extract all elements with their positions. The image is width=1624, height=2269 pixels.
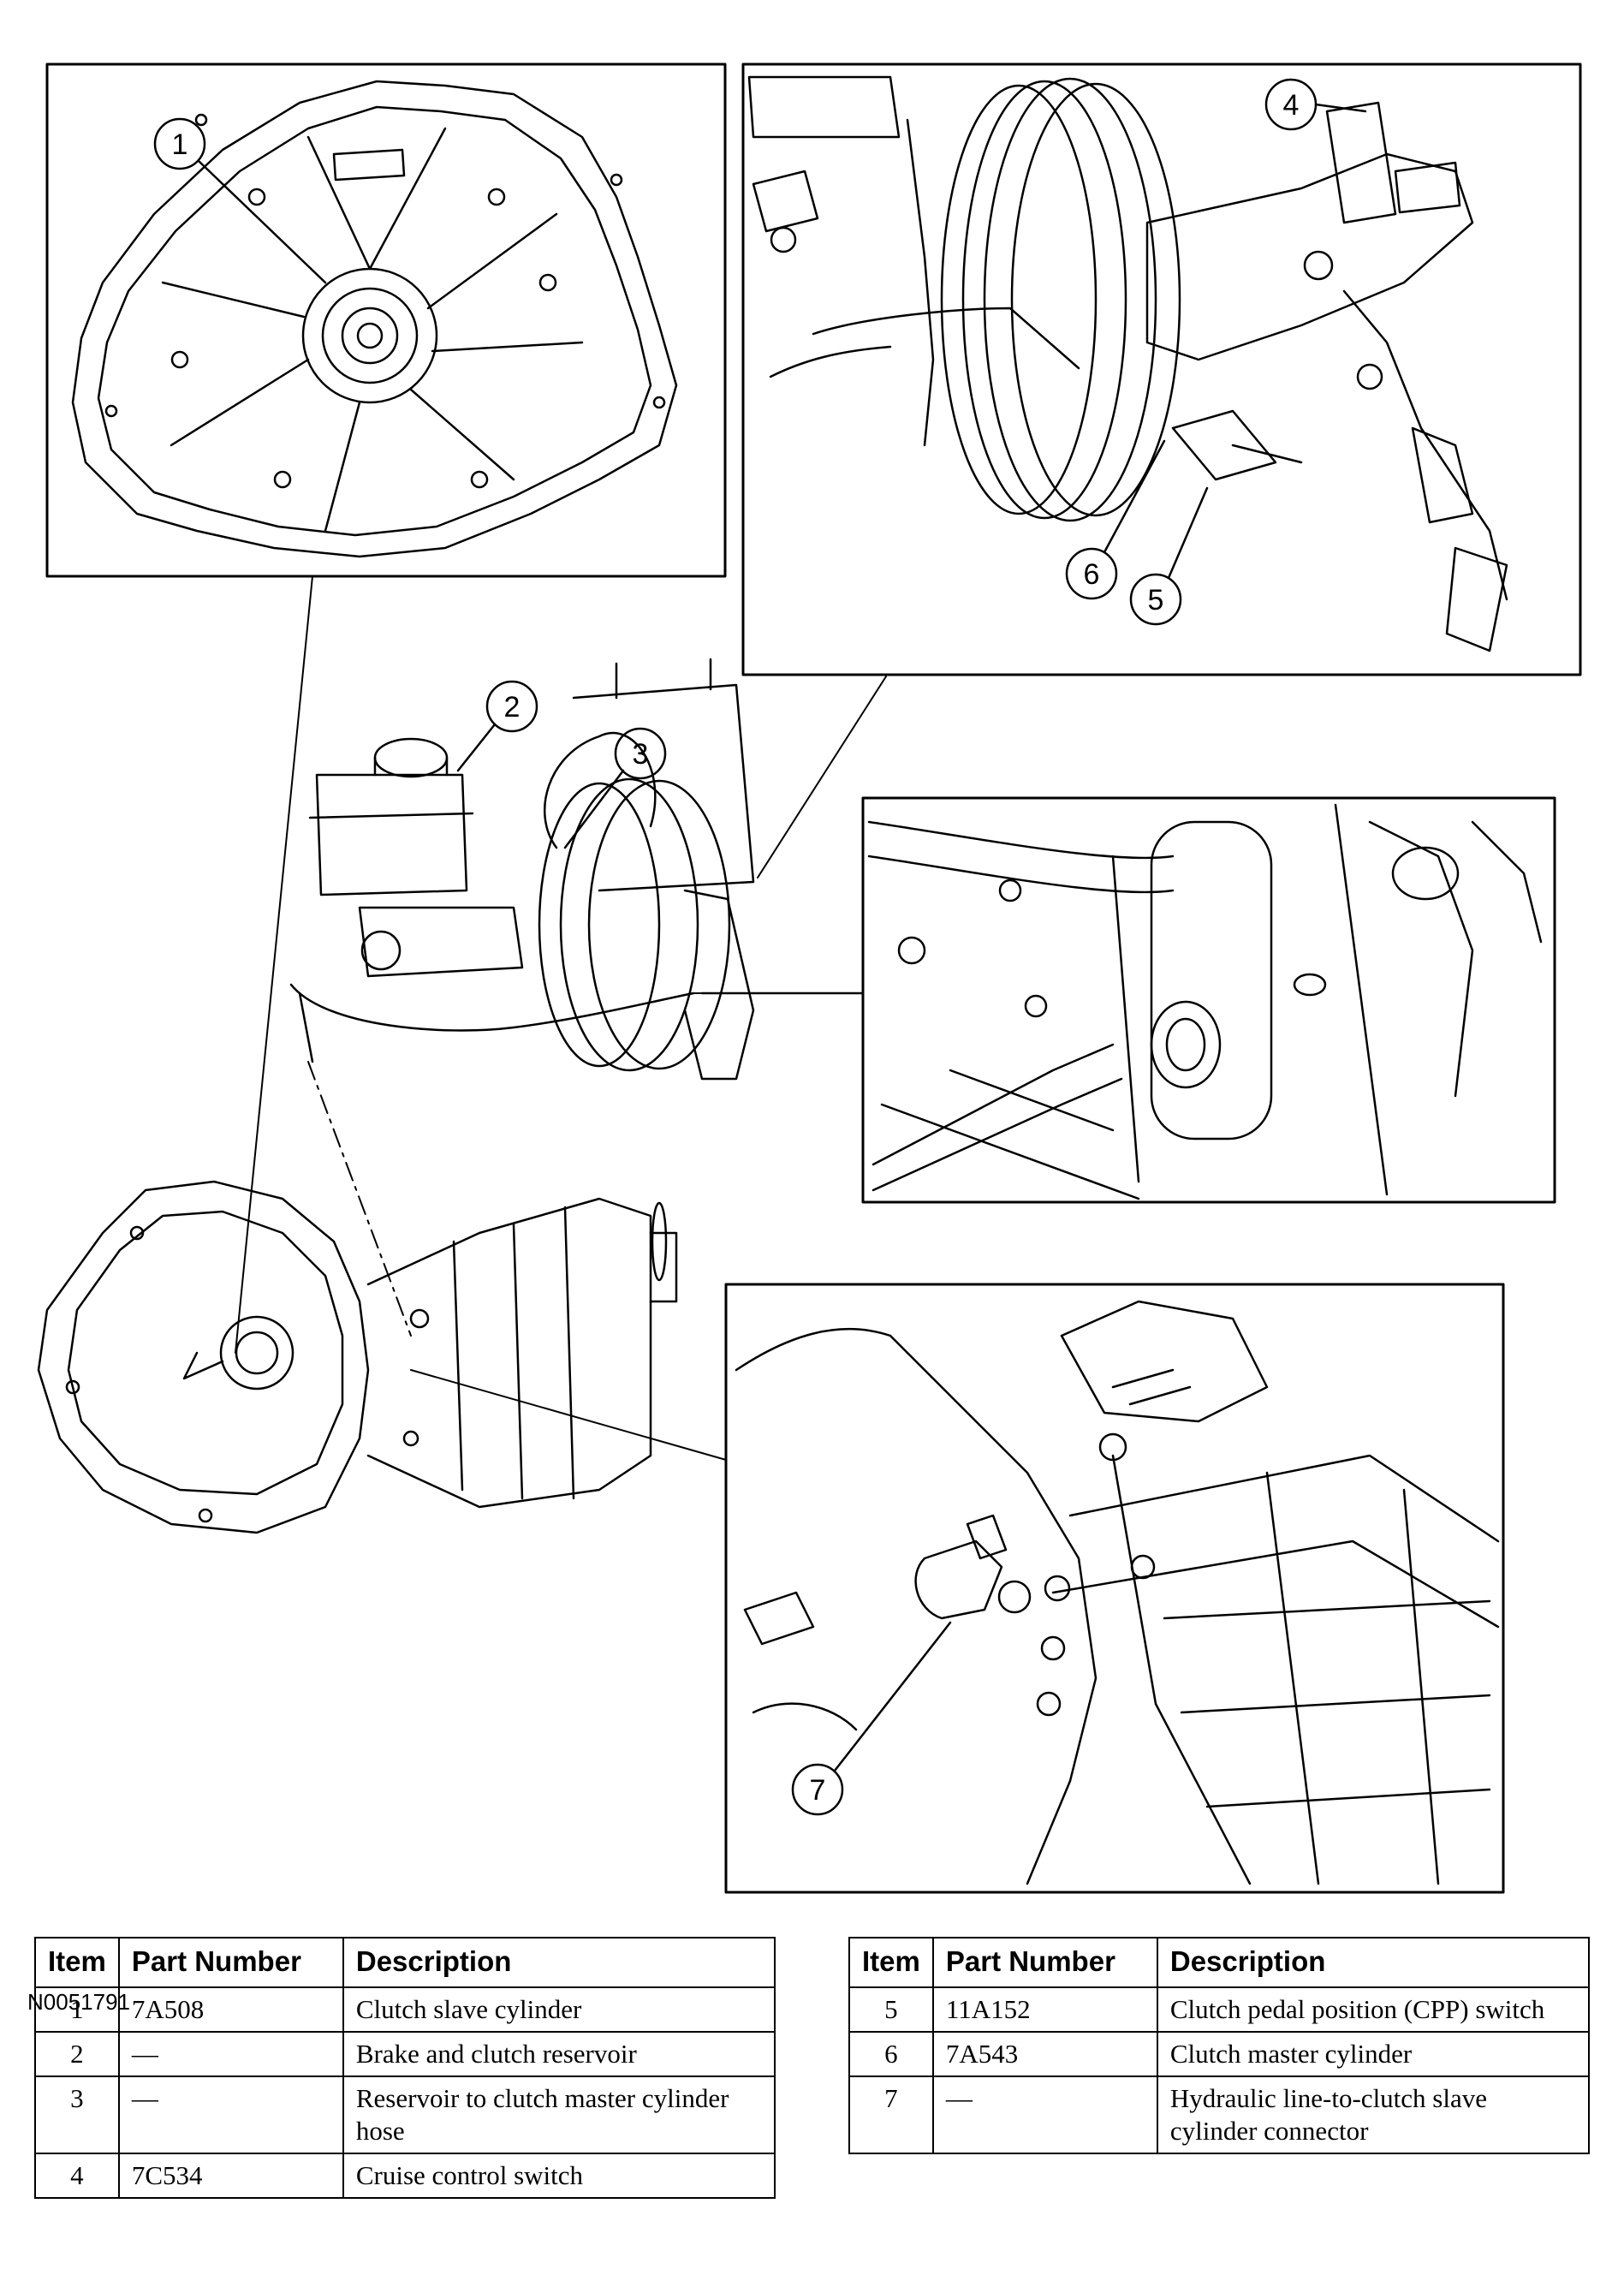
item-cell: 1 bbox=[34, 1986, 120, 2033]
clutch-system-diagram: 4 6 5 2 3 bbox=[37, 63, 1582, 1894]
part-number-cell: — bbox=[117, 2031, 344, 2077]
description-cell: Hydraulic line-to-clutch slave cylinder … bbox=[1156, 2075, 1591, 2154]
part-number-cell: 7C534 bbox=[117, 2153, 344, 2199]
item-cell: 7 bbox=[848, 2075, 934, 2154]
table-row: 2 — Brake and clutch reservoir bbox=[34, 2031, 776, 2077]
table-row: 1 7A508 Clutch slave cylinder bbox=[34, 1986, 776, 2033]
header-description: Description bbox=[342, 1937, 776, 1988]
callout-7-label: 7 bbox=[810, 1774, 826, 1807]
callout-6-label: 6 bbox=[1084, 558, 1100, 591]
callout-4-label: 4 bbox=[1283, 89, 1300, 122]
callout-7: 7 bbox=[791, 1621, 952, 1816]
description-cell: Cruise control switch bbox=[342, 2153, 776, 2199]
table-header-row: Item Part Number Description bbox=[848, 1937, 1591, 1988]
table-row: 4 7C534 Cruise control switch bbox=[34, 2153, 776, 2199]
description-cell: Brake and clutch reservoir bbox=[342, 2031, 776, 2077]
item-cell: 6 bbox=[848, 2031, 934, 2077]
inset-slave-cylinder bbox=[45, 63, 727, 578]
center-brake-booster-assembly bbox=[289, 658, 865, 1081]
item-cell: 3 bbox=[34, 2075, 120, 2154]
description-cell: Clutch slave cylinder bbox=[342, 1986, 776, 2033]
part-number-cell: 7A508 bbox=[117, 1986, 344, 2033]
part-number-cell: 7A543 bbox=[931, 2031, 1158, 2077]
inset-slave-connector bbox=[724, 1283, 1505, 1894]
callout-3: 3 bbox=[563, 727, 667, 849]
item-cell: 4 bbox=[34, 2153, 120, 2199]
description-cell: Clutch master cylinder bbox=[1156, 2031, 1591, 2077]
callout-2: 2 bbox=[456, 680, 538, 772]
parts-table-right: Item Part Number Description 5 11A152 Cl… bbox=[848, 1937, 1591, 2154]
callout-5: 5 bbox=[1129, 486, 1209, 626]
header-item: Item bbox=[34, 1937, 120, 1988]
callout-4: 4 bbox=[1264, 78, 1367, 131]
callout-1: 1 bbox=[153, 117, 327, 284]
header-description: Description bbox=[1156, 1937, 1591, 1988]
part-number-cell: — bbox=[117, 2075, 344, 2154]
inset-pedal-assembly bbox=[741, 63, 1582, 676]
parts-table-left: Item Part Number Description 1 7A508 Clu… bbox=[34, 1937, 776, 2199]
callout-5-label: 5 bbox=[1148, 584, 1164, 616]
callout-3-label: 3 bbox=[633, 738, 649, 771]
leader-lines bbox=[235, 575, 887, 1461]
table-header-row: Item Part Number Description bbox=[34, 1937, 776, 1988]
callout-2-label: 2 bbox=[504, 691, 521, 724]
table-row: 3 — Reservoir to clutch master cylinder … bbox=[34, 2075, 776, 2154]
description-cell: Clutch pedal position (CPP) switch bbox=[1156, 1986, 1591, 2033]
part-number-cell: 11A152 bbox=[931, 1986, 1158, 2033]
callout-1-label: 1 bbox=[172, 128, 188, 161]
callout-6: 6 bbox=[1065, 439, 1166, 600]
part-number-cell: — bbox=[931, 2075, 1158, 2154]
table-row: 5 11A152 Clutch pedal position (CPP) swi… bbox=[848, 1986, 1591, 2033]
header-part-number: Part Number bbox=[931, 1937, 1158, 1988]
item-cell: 2 bbox=[34, 2031, 120, 2077]
inset-firewall-connection bbox=[861, 796, 1556, 1204]
table-row: 6 7A543 Clutch master cylinder bbox=[848, 2031, 1591, 2077]
header-part-number: Part Number bbox=[117, 1937, 344, 1988]
header-item: Item bbox=[848, 1937, 934, 1988]
description-cell: Reservoir to clutch master cylinder hose bbox=[342, 2075, 776, 2154]
transmission-assembly bbox=[37, 1180, 678, 1534]
table-row: 7 — Hydraulic line-to-clutch slave cylin… bbox=[848, 2075, 1591, 2154]
item-cell: 5 bbox=[848, 1986, 934, 2033]
